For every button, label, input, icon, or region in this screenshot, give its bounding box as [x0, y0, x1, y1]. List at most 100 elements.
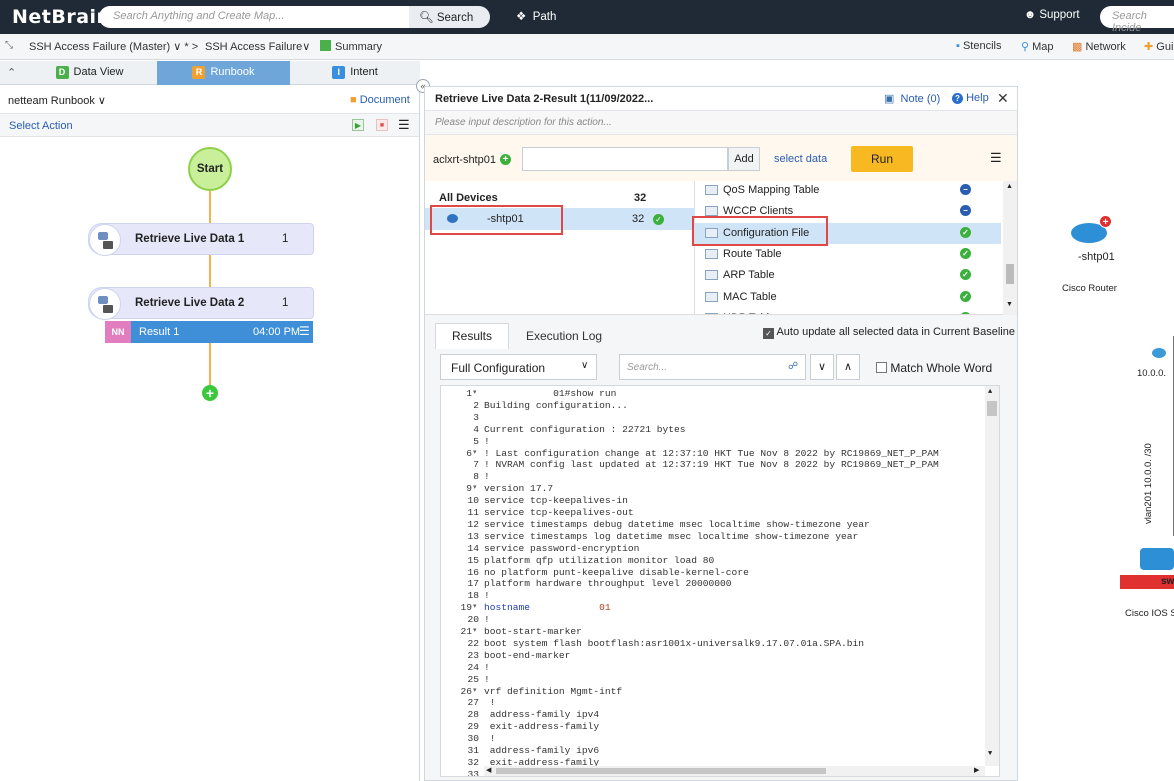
- line-text: service timestamps log datetime msec loc…: [484, 530, 859, 542]
- retrieve-live-data-1-node[interactable]: Retrieve Live Data 1 1: [88, 223, 314, 256]
- fold-arrow-icon[interactable]: ▾: [473, 686, 477, 695]
- config-type-select[interactable]: Full Configuration∨: [440, 354, 597, 380]
- result-row[interactable]: NN Result 1 04:00 PM ☰: [105, 321, 313, 343]
- data-list-scrollbar[interactable]: ▲ ▼: [1003, 181, 1017, 315]
- document-button[interactable]: ■ Document: [350, 94, 410, 106]
- guide-button[interactable]: ✚ Gui: [1144, 41, 1174, 53]
- scroll-up-icon[interactable]: ▲: [988, 388, 993, 396]
- topology-map[interactable]: + -shtp01 Cisco Router 10.0.0. vlan201 1…: [1018, 86, 1174, 781]
- tab-results[interactable]: Results: [435, 323, 509, 349]
- match-whole-word-checkbox[interactable]: Match Whole Word: [876, 361, 992, 375]
- fold-arrow-icon[interactable]: ▾: [473, 448, 477, 457]
- fold-arrow-icon[interactable]: ▾: [473, 603, 477, 612]
- switch-icon[interactable]: [1140, 548, 1174, 570]
- retrieve-live-data-2-node[interactable]: Retrieve Live Data 2 1: [88, 287, 314, 320]
- data-item[interactable]: Route Table✓: [695, 244, 1001, 265]
- router-device[interactable]: +: [1071, 215, 1112, 243]
- data-item[interactable]: MAC Table✓: [695, 287, 1001, 308]
- collapse-icon[interactable]: ⌃: [7, 67, 17, 79]
- scroll-thumb[interactable]: [496, 768, 826, 774]
- data-item[interactable]: NDP Table✓: [695, 308, 1001, 314]
- scroll-down-icon[interactable]: ▼: [988, 750, 993, 758]
- line-text: !: [484, 697, 496, 709]
- line-number: 2: [473, 399, 479, 411]
- tab-execution-log[interactable]: Execution Log: [526, 329, 603, 343]
- network-icon: ▩: [1072, 41, 1083, 53]
- netbrain-logo[interactable]: NetBrain: [12, 6, 111, 28]
- incident-search-input[interactable]: Search Incide: [1100, 6, 1174, 34]
- scroll-right-icon[interactable]: ▶: [974, 767, 980, 775]
- panel-title: Retrieve Live Data 2-Result 1(11/09/2022…: [435, 93, 654, 105]
- scroll-left-icon[interactable]: ◀: [486, 767, 492, 775]
- device-row[interactable]: -shtp01 32 ✓: [425, 208, 695, 230]
- scroll-down-icon[interactable]: ▼: [1006, 301, 1013, 308]
- chevron-down-icon: ∨: [97, 95, 106, 107]
- line-text: 01#show run: [484, 388, 617, 399]
- code-horizontal-scrollbar[interactable]: ◀ ▶: [484, 766, 985, 776]
- fold-arrow-icon[interactable]: ▾: [473, 627, 477, 635]
- network-button[interactable]: ▩ Network: [1072, 41, 1126, 53]
- runbook-selector[interactable]: netteam Runbook ∨: [8, 95, 106, 107]
- line-text: ! Last configuration change at 12:37:10 …: [484, 447, 939, 459]
- description-input[interactable]: Please input description for this action…: [425, 111, 1017, 135]
- run-button[interactable]: Run: [851, 146, 913, 172]
- data-item[interactable]: Configuration File✓: [695, 222, 1001, 244]
- code-vertical-scrollbar[interactable]: ▲ ▼: [985, 386, 999, 766]
- line-text: boot-end-marker: [484, 649, 571, 661]
- scroll-thumb[interactable]: [1006, 264, 1014, 284]
- table-icon: [705, 185, 718, 195]
- guide-icon: ✚: [1144, 41, 1154, 53]
- fold-arrow-icon[interactable]: ▾: [473, 484, 477, 493]
- stencils-button[interactable]: ▪ Stencils: [956, 40, 1002, 52]
- menu-icon[interactable]: ☰: [398, 117, 410, 132]
- line-text: service tcp-keepalives-out: [484, 507, 634, 518]
- note-button[interactable]: ▣ Note (0): [884, 93, 941, 105]
- add-step-icon[interactable]: +: [202, 385, 218, 401]
- line-text: !: [484, 661, 490, 673]
- previous-match-button[interactable]: ∧: [836, 354, 860, 380]
- next-match-button[interactable]: ∨: [810, 354, 834, 380]
- data-item[interactable]: QoS Mapping Table−: [695, 181, 1001, 201]
- select-action-link[interactable]: Select Action: [9, 120, 73, 132]
- line-number: 6: [466, 447, 472, 459]
- fold-arrow-icon[interactable]: ▾: [473, 389, 477, 397]
- select-data-link[interactable]: select data: [774, 153, 828, 165]
- device-input[interactable]: [522, 147, 728, 171]
- tab-ssh-access-failure[interactable]: SSH Access Failure∨: [205, 41, 311, 53]
- summary-button[interactable]: Summary: [320, 40, 382, 53]
- data-item[interactable]: WCCP Clients−: [695, 201, 1001, 222]
- router-icon: [447, 214, 458, 223]
- auto-update-checkbox[interactable]: ✓ Auto update all selected data in Curre…: [763, 326, 1015, 339]
- options-menu-icon[interactable]: ☰: [990, 150, 1002, 165]
- table-icon: [705, 291, 718, 302]
- help-button[interactable]: ? Help: [952, 92, 989, 104]
- scroll-thumb[interactable]: [987, 401, 997, 416]
- expand-icon[interactable]: ⤡: [5, 40, 13, 51]
- router-icon: [1071, 223, 1107, 243]
- support-button[interactable]: ☻ Support: [1024, 9, 1080, 21]
- map-button[interactable]: ⚲ Map: [1021, 41, 1054, 53]
- add-device-icon[interactable]: +: [500, 154, 511, 165]
- add-button[interactable]: Add: [728, 147, 760, 171]
- path-button[interactable]: ❖ Path: [516, 11, 557, 23]
- table-icon: [705, 206, 718, 217]
- scroll-up-icon[interactable]: ▲: [1006, 183, 1013, 190]
- line-text: !: [484, 590, 490, 602]
- global-search-input[interactable]: Search Anything and Create Map...: [99, 6, 409, 28]
- line-number: 4: [473, 423, 479, 435]
- search-button[interactable]: 🔍︎ Search: [409, 6, 490, 28]
- start-node[interactable]: Start: [188, 147, 232, 191]
- vlan-label: vlan201 10.0.0. /30: [1143, 443, 1154, 524]
- tab-ssh-access-failure-master[interactable]: SSH Access Failure (Master) ∨ * >: [29, 41, 199, 53]
- stop-icon[interactable]: ■: [376, 119, 388, 131]
- close-icon[interactable]: ✕: [997, 90, 1009, 106]
- line-text: !: [484, 471, 490, 483]
- result-menu-icon[interactable]: ☰: [299, 324, 310, 338]
- play-icon[interactable]: ▶: [352, 119, 364, 131]
- data-item[interactable]: ARP Table✓: [695, 265, 1001, 286]
- config-search-input[interactable]: Search...☍: [619, 354, 806, 380]
